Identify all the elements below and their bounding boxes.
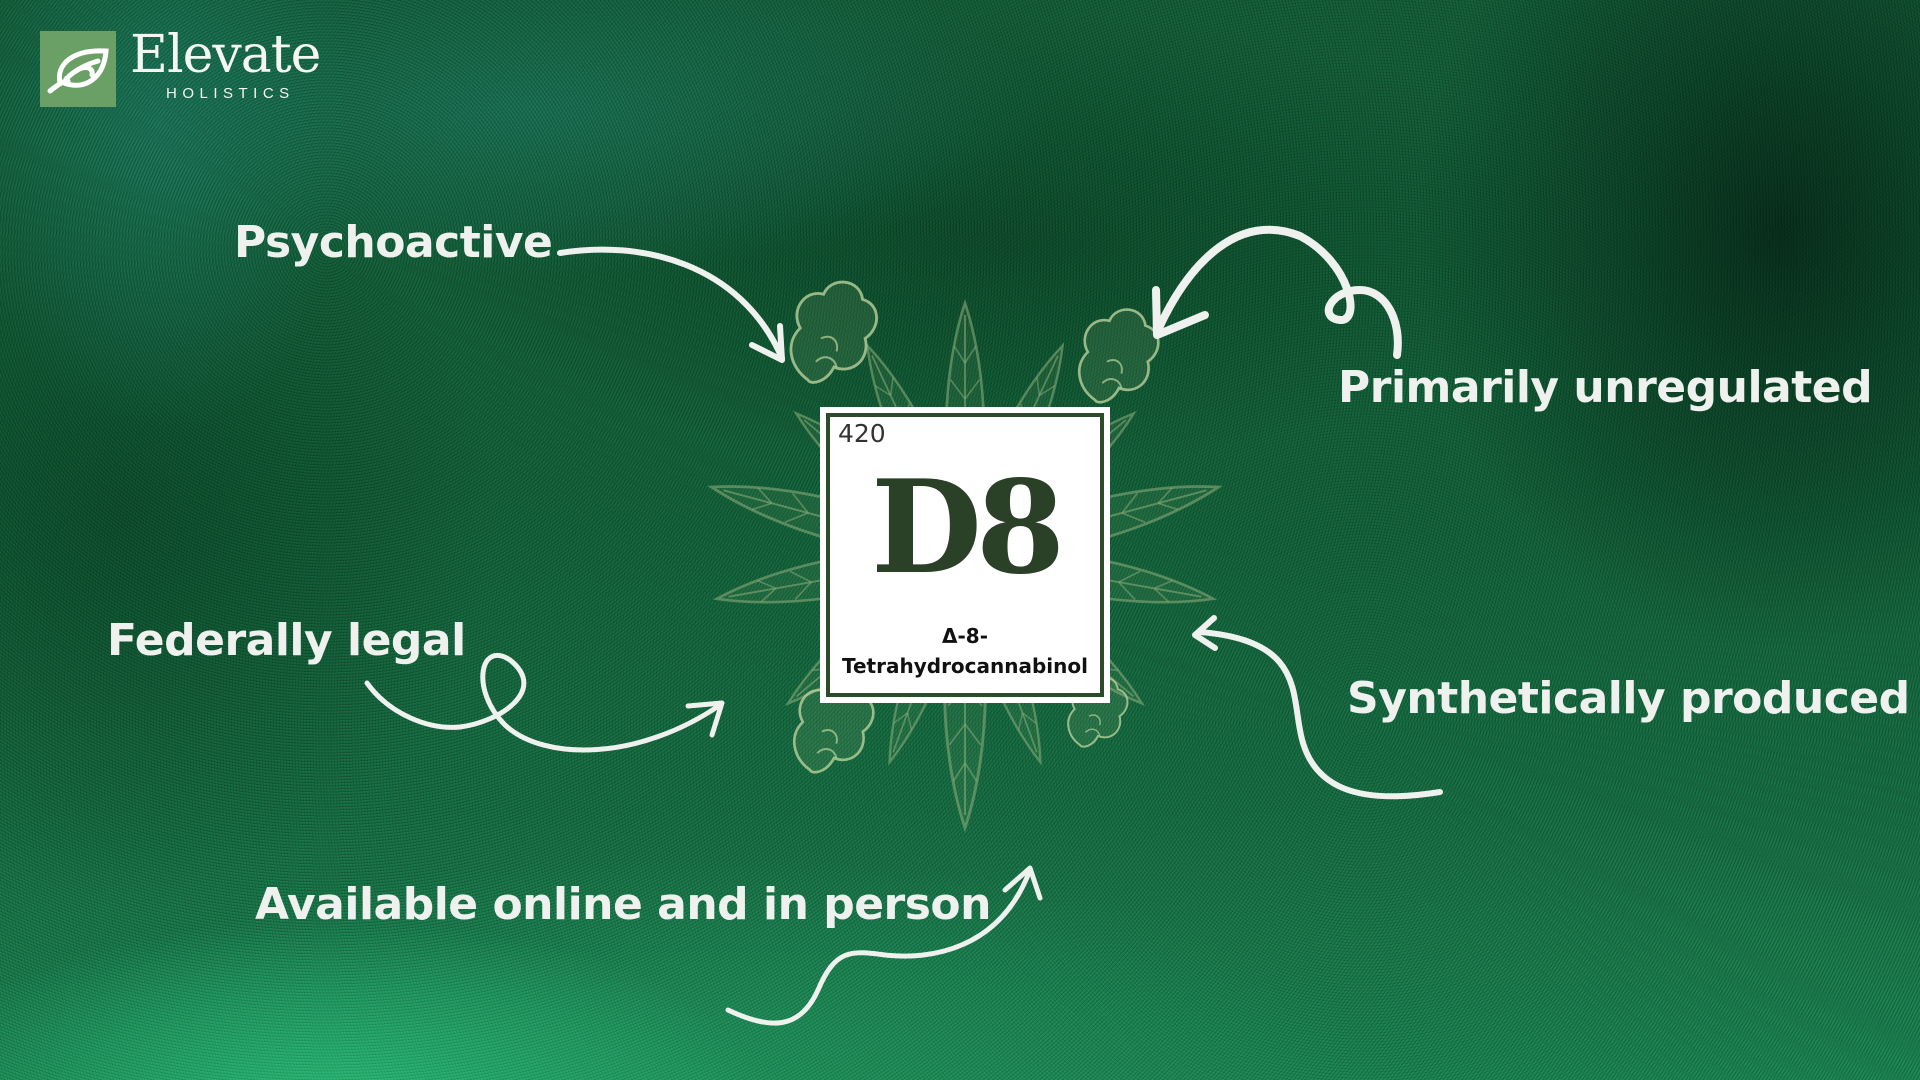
element-symbol: D8	[870, 453, 1065, 603]
label-federally-legal: Federally legal	[107, 615, 466, 666]
arrow-synthetic-icon	[1192, 615, 1443, 800]
label-primarily-unregulated: Primarily unregulated	[1338, 362, 1873, 413]
arrow-psychoactive-icon	[557, 246, 785, 363]
element-name: Δ-8- Tetrahydrocannabinol	[820, 621, 1110, 681]
arrow-unregulated-icon	[1152, 225, 1402, 359]
element-number: 420	[838, 419, 886, 448]
brand-logo[interactable]: Elevate HOLISTICS	[40, 27, 321, 107]
arrow-availability-icon	[725, 865, 1043, 1026]
arrow-federally-legal-icon	[364, 652, 725, 753]
element-card: 420 D8 Δ-8- Tetrahydrocannabinol	[820, 407, 1110, 703]
leaf-icon	[40, 31, 116, 107]
element-name-line2: Tetrahydrocannabinol	[842, 654, 1088, 678]
element-card-border	[826, 413, 1104, 697]
label-synthetically-produced: Synthetically produced	[1347, 673, 1910, 724]
label-psychoactive: Psychoactive	[234, 217, 553, 268]
label-availability: Available online and in person	[255, 879, 992, 930]
element-name-line1: Δ-8-	[942, 624, 988, 648]
brand-subtitle: HOLISTICS	[166, 85, 295, 102]
brand-name: Elevate	[130, 25, 321, 85]
